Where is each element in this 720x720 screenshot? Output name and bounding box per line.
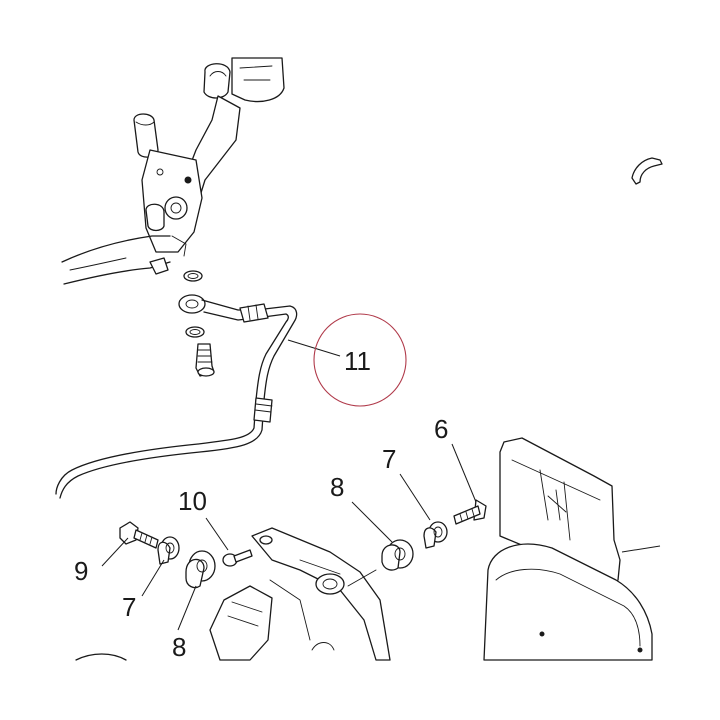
spacer-7-right [423, 521, 448, 549]
callout-8-left: 8 [172, 632, 186, 662]
grommet-8-left [185, 550, 216, 589]
callout-9: 9 [74, 556, 88, 586]
spacer-7-left [157, 536, 180, 565]
callout-7-right: 7 [382, 444, 396, 474]
bolt-10 [222, 549, 253, 567]
hose-clip [631, 157, 663, 185]
master-cylinder-assembly [61, 57, 285, 285]
banjo-fitting [178, 270, 215, 377]
brake-hose [55, 299, 298, 499]
callout-11: 11 [344, 346, 371, 376]
callout-7-left: 7 [122, 592, 136, 622]
callout-highlight-circle [313, 313, 407, 407]
bolt-9 [119, 521, 159, 549]
mounting-bracket [75, 527, 391, 661]
leader-lines [101, 339, 477, 631]
side-cover [483, 437, 661, 661]
callout-10: 10 [178, 486, 207, 516]
bolt-6 [453, 499, 487, 525]
callout-8-right: 8 [330, 472, 344, 502]
callout-6: 6 [434, 414, 448, 444]
grommet-8-right [347, 539, 414, 587]
